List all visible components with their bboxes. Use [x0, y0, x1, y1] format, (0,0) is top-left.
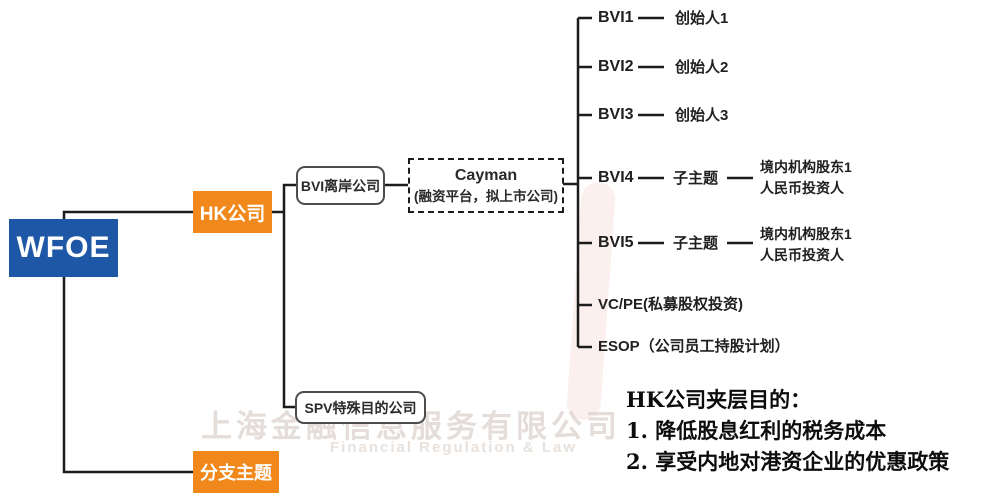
bvi4-owner-line2: 人民币投资人 — [760, 180, 844, 196]
leaf-bvi4: BVI4 — [598, 169, 634, 186]
node-branch-topic: 分支主题 — [193, 451, 279, 493]
edge-wfoe-hk — [62, 210, 193, 220]
leaf-bvi4-subtopic: 子主题 — [673, 170, 719, 187]
node-bvi-offshore: BVI离岸公司 — [296, 166, 385, 205]
leaf-founder1: 创始人1 — [675, 10, 729, 27]
leaf-founder3: 创始人3 — [675, 107, 729, 124]
leaf-bvi5: BVI5 — [598, 234, 634, 251]
node-hk-company: HK公司 — [193, 191, 272, 233]
edge-hk-split — [282, 183, 296, 409]
note-item-2: 2. 享受内地对港资企业的优惠政策 — [626, 449, 950, 474]
leaf-bvi5-subtopic: 子主题 — [673, 235, 719, 252]
leaf-bvi4-owners: 境内机构股东1 人民币投资人 — [760, 157, 852, 199]
node-wfoe: WFOE — [9, 219, 118, 277]
leaf-founder2: 创始人2 — [675, 59, 729, 76]
bvi5-owner-line2: 人民币投资人 — [760, 247, 844, 263]
note-item-1: 1. 降低股息红利的税务成本 — [626, 418, 887, 443]
leaf-vcpe: VC/PE(私募股权投资) — [598, 296, 744, 313]
edge-wfoe-branch — [62, 276, 193, 474]
leaf-bvi3: BVI3 — [598, 106, 634, 123]
leaf-bvi2: BVI2 — [598, 58, 634, 75]
leaf-esop: ESOP（公司员工持股计划） — [598, 338, 790, 355]
bvi5-owner-line1: 境内机构股东1 — [760, 226, 852, 242]
leaf-bvi1: BVI1 — [598, 9, 634, 26]
node-spv: SPV特殊目的公司 — [295, 391, 426, 424]
leaf-bvi5-owners: 境内机构股东1 人民币投资人 — [760, 224, 852, 266]
hk-purpose-note: HK公司夹层目的： 1. 降低股息红利的税务成本 2. 享受内地对港资企业的优惠… — [626, 384, 949, 477]
cayman-subtitle: (融资平台，拟上市公司) — [414, 189, 558, 205]
node-cayman: Cayman (融资平台，拟上市公司) — [408, 158, 564, 213]
watermark-english: Financial Regulation & Law — [330, 439, 578, 456]
bvi4-owner-line1: 境内机构股东1 — [760, 159, 852, 175]
note-title: HK公司夹层目的： — [626, 387, 812, 412]
cayman-title: Cayman — [454, 167, 518, 185]
